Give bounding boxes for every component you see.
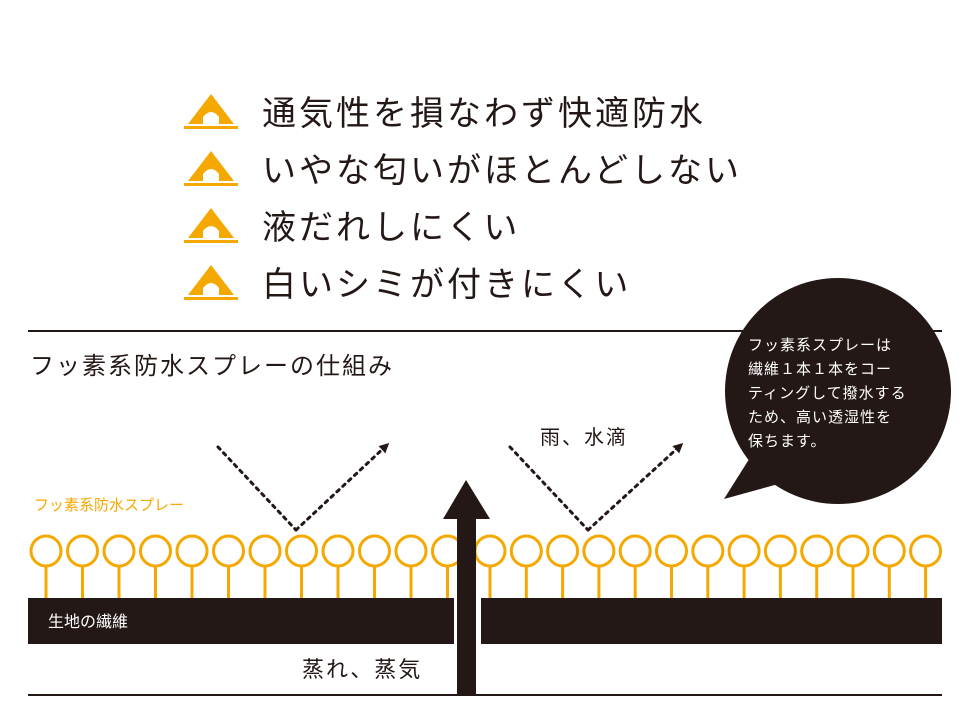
speech-bubble — [724, 278, 951, 504]
tent-icon — [184, 208, 238, 243]
feature-item: 液だれしにくい — [182, 200, 520, 248]
fluorine-molecule — [358, 534, 391, 598]
fabric-label: 生地の繊維 — [48, 612, 129, 631]
fluorine-molecule — [139, 534, 172, 598]
bubble-line: 繊維１本１本をコー — [748, 360, 893, 378]
feature-text: 白いシミが付きにくい — [262, 264, 632, 305]
tent-icon — [184, 94, 238, 129]
water-reflect-arrow-right — [508, 442, 684, 532]
fluorine-molecule — [691, 534, 725, 598]
bubble-line: ティングして撥水する — [748, 384, 907, 402]
fluorine-molecule — [102, 534, 136, 598]
fluorine-molecules-left — [29, 534, 464, 598]
bubble-line: ため、高い透湿性を — [748, 408, 893, 426]
fluorine-molecule — [66, 534, 99, 598]
fluorine-molecule — [509, 534, 543, 598]
steam-up-arrow — [443, 480, 490, 696]
fluorine-molecule — [800, 534, 834, 598]
fluorine-molecule — [473, 534, 507, 598]
fluorine-molecule — [285, 534, 318, 598]
water-reflect-arrow-left — [216, 442, 390, 532]
feature-item: 通気性を損なわず快適防水 — [182, 86, 706, 134]
fluorine-molecule — [546, 534, 580, 598]
feature-text: 通気性を損なわず快適防水 — [262, 93, 706, 134]
fluorine-molecules-right — [473, 534, 943, 598]
fluorine-molecule — [763, 534, 797, 598]
fluorine-molecule — [618, 534, 652, 598]
fluorine-molecule — [582, 534, 616, 598]
tent-icon — [184, 151, 238, 186]
feature-item: 白いシミが付きにくい — [182, 257, 631, 305]
feature-text: 液だれしにくい — [262, 207, 521, 248]
feature-item: いやな匂いがほとんどしない — [182, 143, 742, 191]
fluorine-molecule — [909, 534, 943, 598]
fluorine-molecule — [727, 534, 761, 598]
bubble-text: フッ素系スプレーは 繊維１本１本をコー ティングして撥水する ため、高い透湿性を… — [748, 333, 948, 453]
rain-label: 雨、水滴 — [540, 425, 628, 449]
tent-icon — [184, 265, 238, 300]
fluorine-molecule — [248, 534, 282, 598]
fluorine-molecule — [394, 534, 428, 598]
fabric-fiber-left — [28, 598, 454, 644]
fabric-fiber-right — [481, 598, 942, 644]
fluorine-molecule — [29, 534, 63, 598]
bubble-line: フッ素系スプレーは — [748, 336, 893, 354]
fluorine-molecule — [836, 534, 870, 598]
spray-label: フッ素系防水スプレー — [34, 496, 185, 514]
fluorine-molecule — [655, 534, 688, 598]
bubble-line: 保ちます。 — [748, 432, 827, 450]
diagram-title: フッ素系防水スプレーの仕組み — [30, 352, 394, 380]
fluorine-molecule — [175, 534, 209, 598]
feature-text: いやな匂いがほとんどしない — [262, 150, 742, 191]
steam-label: 蒸れ、蒸気 — [302, 658, 423, 683]
fluorine-molecule — [872, 534, 906, 598]
fluorine-molecule — [321, 534, 355, 598]
fluorine-molecule — [212, 534, 245, 598]
